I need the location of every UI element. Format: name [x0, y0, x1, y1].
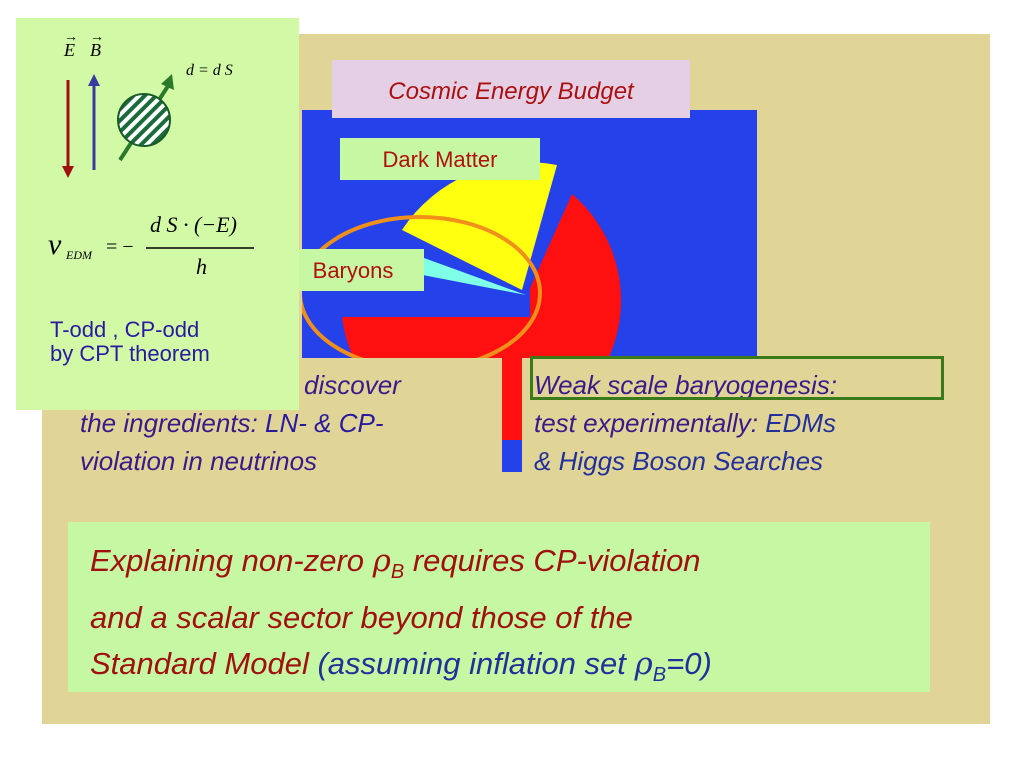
- spin-arrowhead: [161, 74, 174, 90]
- e-label: E: [64, 40, 75, 60]
- e-vector-arrow: →: [64, 30, 78, 45]
- right-line2-a: test experimentally:: [534, 408, 758, 438]
- rho-symbol: ρ: [372, 543, 391, 579]
- chart-title-box: Cosmic Energy Budget: [332, 60, 690, 118]
- conclusion-text: Explaining non-zero ρB requires CP-viola…: [90, 538, 920, 698]
- rho-subscript-2: B: [652, 664, 667, 687]
- conclusion-line3-b: (assuming inflation set: [308, 646, 635, 682]
- dark-matter-label: Dark Matter: [340, 138, 540, 180]
- todd-text: T-odd , CP-odd by CPT theorem: [50, 318, 210, 366]
- left-text-block: discover the ingredients: LN- & CP- viol…: [80, 366, 500, 480]
- edm-denominator: h: [196, 254, 207, 279]
- conclusion-line3-c: =0): [666, 646, 712, 682]
- edm-panel: E → B → d = d S ν EDM = − d S · (−E) h T…: [16, 18, 299, 410]
- b-label: B: [90, 40, 101, 60]
- b-vector-arrow: →: [90, 30, 104, 45]
- chart-stem-red: [502, 358, 522, 440]
- dipole-equation: d = d S: [186, 62, 233, 79]
- right-text-block: Weak scale baryogenesis: test experiment…: [534, 366, 954, 480]
- left-line2-a: the ingredients:: [80, 408, 258, 438]
- rho-symbol-2: ρ: [634, 646, 653, 683]
- baryogenesis-outline: [530, 356, 944, 400]
- chart-title: Cosmic Energy Budget: [388, 78, 634, 105]
- left-line2-b: LN- & CP-: [257, 408, 384, 438]
- edm-diagram: [62, 74, 254, 249]
- todd-line1: T-odd , CP-odd: [50, 317, 200, 342]
- right-line1: Weak scale baryogenesis:: [534, 370, 838, 400]
- conclusion-line3-a: Standard Model: [90, 646, 309, 682]
- nu-symbol: ν: [48, 228, 62, 261]
- baryon-highlight-ellipse: [302, 215, 542, 358]
- left-line3: violation in neutrinos: [80, 446, 318, 476]
- left-line1: discover: [304, 370, 401, 400]
- conclusion-box: [68, 522, 930, 692]
- particle-sphere: [117, 93, 171, 147]
- b-field-arrowhead: [88, 74, 100, 86]
- edm-numerator: d S · (−E): [150, 212, 237, 237]
- conclusion-part2: requires CP-violation: [404, 543, 701, 578]
- todd-line2: by CPT theorem: [50, 341, 210, 366]
- rho-subscript: B: [390, 561, 405, 584]
- pie-slice-dark-energy: [342, 194, 621, 358]
- conclusion-part1: Explaining non-zero: [90, 543, 373, 578]
- cosmic-pie-chart: [302, 162, 621, 358]
- right-line3: & Higgs Boson Searches: [534, 446, 824, 476]
- right-line2-b: EDMs: [757, 408, 836, 438]
- equals-minus: = −: [106, 236, 134, 258]
- baryons-label: Baryons: [282, 249, 424, 291]
- e-field-arrowhead: [62, 166, 74, 178]
- conclusion-line2: and a scalar sector beyond those of the: [90, 600, 633, 636]
- nu-subscript: EDM: [66, 248, 92, 262]
- pie-slice-baryons: [397, 250, 526, 295]
